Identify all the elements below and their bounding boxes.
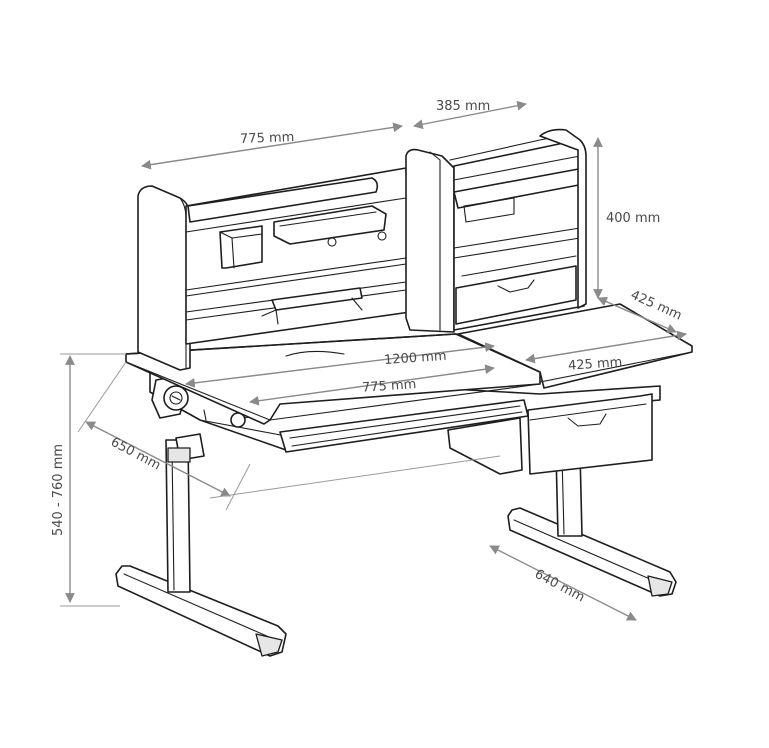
height-range-label: 540 - 760 mm xyxy=(51,444,66,536)
under-shelf-rail xyxy=(261,287,363,325)
dimension-lines xyxy=(60,100,687,621)
left-hutch-panel xyxy=(137,185,191,371)
side-top-width-label: 425 mm xyxy=(568,355,623,374)
total-width-label: 1200 mm xyxy=(384,349,447,368)
cabinet-width-label: 385 mm xyxy=(436,99,490,114)
left-leg-column xyxy=(165,433,205,593)
hanging-box xyxy=(447,417,523,475)
left-base-foot xyxy=(115,565,287,657)
right-drawer xyxy=(527,393,653,475)
right-hutch-panel xyxy=(539,128,587,309)
cabinet-tower xyxy=(405,135,585,333)
main-drawer xyxy=(279,399,529,453)
height-crank-knob xyxy=(151,375,189,419)
main-top-width-label: 775 mm xyxy=(362,377,417,396)
hanging-basket xyxy=(273,205,387,247)
right-base-foot xyxy=(507,507,677,597)
base-depth-label: 640 mm xyxy=(532,567,587,606)
hutch-height-label: 400 mm xyxy=(606,211,660,226)
desk-depth-label: 650 mm xyxy=(108,435,163,474)
shelf-width-label: 775 mm xyxy=(240,130,295,147)
top-rail xyxy=(187,177,379,223)
pen-cup xyxy=(219,225,263,269)
